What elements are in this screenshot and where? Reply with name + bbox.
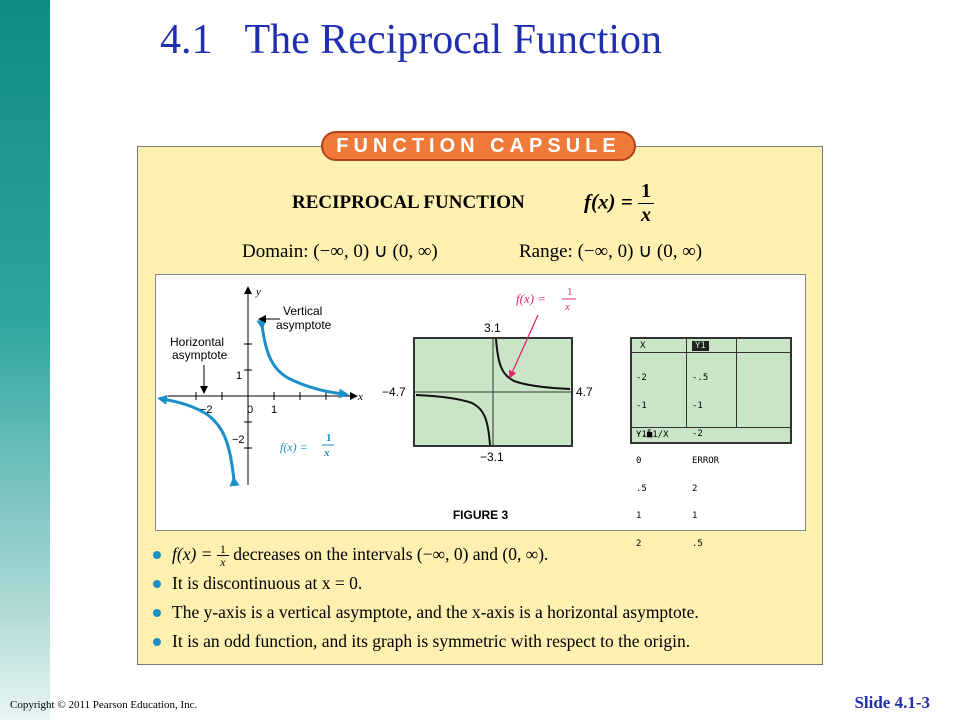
range-text: Range: (−∞, 0) ∪ (0, ∞)	[519, 241, 703, 262]
calculator-table: X Y1 -2 -1 -.5 0 .5 1 2 -.5 -1 -2 ERROR …	[630, 337, 792, 549]
calc-ymax-label: 3.1	[484, 321, 501, 335]
list-item: It is discontinuous at x = 0.	[150, 569, 699, 598]
curve-label-den: x	[323, 447, 330, 459]
table-x-cell: .5	[636, 483, 647, 494]
bullet-1-denominator: x	[216, 555, 229, 568]
list-item: It is an odd function, and its graph is …	[150, 627, 699, 656]
table-y-cell: 2	[692, 483, 698, 494]
vertical-asymptote-label-1: Vertical	[283, 304, 322, 318]
table-y-cell: .5	[692, 539, 703, 550]
calc-ymin-label: −3.1	[480, 450, 504, 464]
calc-xmin-label: −4.7	[382, 385, 406, 399]
table-col-divider-2	[736, 339, 737, 427]
capsule-banner: FUNCTION CAPSULE	[321, 131, 636, 161]
curve-label-lhs: f(x) =	[280, 440, 308, 454]
table-formula: Y1■1/X	[636, 430, 669, 440]
function-name: RECIPROCAL FUNCTION	[292, 192, 525, 213]
bullet-1-text: decreases on the intervals (−∞, 0) and (…	[228, 544, 549, 564]
curve-branch-negative	[157, 394, 240, 487]
list-item: f(x) = 1 x decreases on the intervals (−…	[150, 540, 699, 569]
bullet-1-fraction: 1 x	[216, 542, 229, 568]
table-header-x: X	[640, 341, 646, 351]
calc-annotation-num: 1	[567, 286, 573, 298]
table-x-cell: 0	[636, 456, 642, 467]
figure-caption: FIGURE 3	[452, 508, 509, 522]
tick-label-y-neg: −2	[232, 434, 245, 446]
calc-xmax-label: 4.7	[576, 385, 593, 399]
function-fraction: 1 x	[637, 180, 654, 227]
property-list: f(x) = 1 x decreases on the intervals (−…	[150, 540, 699, 656]
bullet-1-numerator: 1	[219, 542, 226, 557]
vertical-asymptote-label-2: asymptote	[276, 318, 332, 332]
slide-number: Slide 4.1-3	[854, 693, 930, 712]
x-axis-label: x	[357, 391, 363, 403]
table-y-values: -.5 -1 -2 ERROR 2 1 .5	[692, 356, 725, 568]
table-x-cell: -1	[636, 401, 647, 412]
table-col-divider-1	[686, 339, 687, 427]
list-item: The y-axis is a vertical asymptote, and …	[150, 598, 699, 627]
table-y-cell: 1	[692, 511, 698, 522]
bullet-1-lhs: f(x) =	[172, 544, 213, 564]
table-x-values: -2 -1 -.5 0 .5 1 2	[636, 356, 669, 568]
calc-annotation-den: x	[564, 301, 570, 313]
table-x-cell: 1	[636, 511, 642, 522]
horizontal-asymptote-label-2: asymptote	[172, 348, 228, 362]
table-header-y1: Y1	[692, 341, 709, 351]
slide-sidebar-bar	[0, 0, 50, 720]
figure-graphics: y x Vertical asymptote Horizontal asympt…	[157, 286, 593, 487]
tick-label-x-pos: 1	[271, 404, 277, 416]
tick-label-origin: 0	[247, 404, 253, 416]
y-axis-label: y	[255, 286, 261, 298]
table-y-cell: -1	[692, 401, 703, 412]
table-x-cell: -.5	[636, 428, 653, 439]
table-header: X Y1	[632, 341, 790, 353]
horizontal-asymptote-label-1: Horizontal	[170, 335, 224, 349]
calc-annotation-lhs: f(x) =	[516, 291, 546, 306]
calculator-graph: 3.1 −3.1 −4.7 4.7 f(x) = 1 x	[382, 286, 593, 464]
section-number: 4.1	[160, 17, 213, 63]
table-y-cell: -2	[692, 428, 703, 439]
slide-title: 4.1 The Reciprocal Function	[160, 16, 662, 64]
curve-label: f(x) = 1 x	[280, 432, 334, 459]
table-footer-divider	[632, 427, 790, 428]
function-lhs: f(x) =	[584, 189, 633, 214]
calc-annotation-arrow	[508, 314, 539, 379]
table-x-cell: 2	[636, 539, 642, 550]
table-x-cell: -2	[636, 373, 647, 384]
function-denominator: x	[637, 203, 654, 227]
domain-text: Domain: (−∞, 0) ∪ (0, ∞)	[242, 241, 438, 262]
reciprocal-graph: y x Vertical asymptote Horizontal asympt…	[157, 286, 363, 487]
tick-label-x-neg: −2	[200, 404, 213, 416]
table-y-cell: -.5	[692, 373, 709, 384]
function-numerator: 1	[640, 180, 651, 202]
calc-curve-negative	[415, 394, 491, 446]
calc-annotation: f(x) = 1 x	[516, 286, 576, 313]
copyright-notice: Copyright © 2011 Pearson Education, Inc.	[10, 699, 198, 711]
function-definition: f(x) = 1 x	[584, 180, 654, 227]
curve-label-num: 1	[326, 432, 332, 444]
figure-panel: y x Vertical asymptote Horizontal asympt…	[155, 274, 806, 549]
table-y-cell: ERROR	[692, 456, 720, 467]
tick-label-y-pos: 1	[236, 370, 242, 382]
table-header-divider	[632, 352, 790, 353]
curve-branch-positive	[256, 319, 349, 399]
calc-curve-positive	[495, 338, 571, 390]
title-text: The Reciprocal Function	[244, 17, 663, 63]
